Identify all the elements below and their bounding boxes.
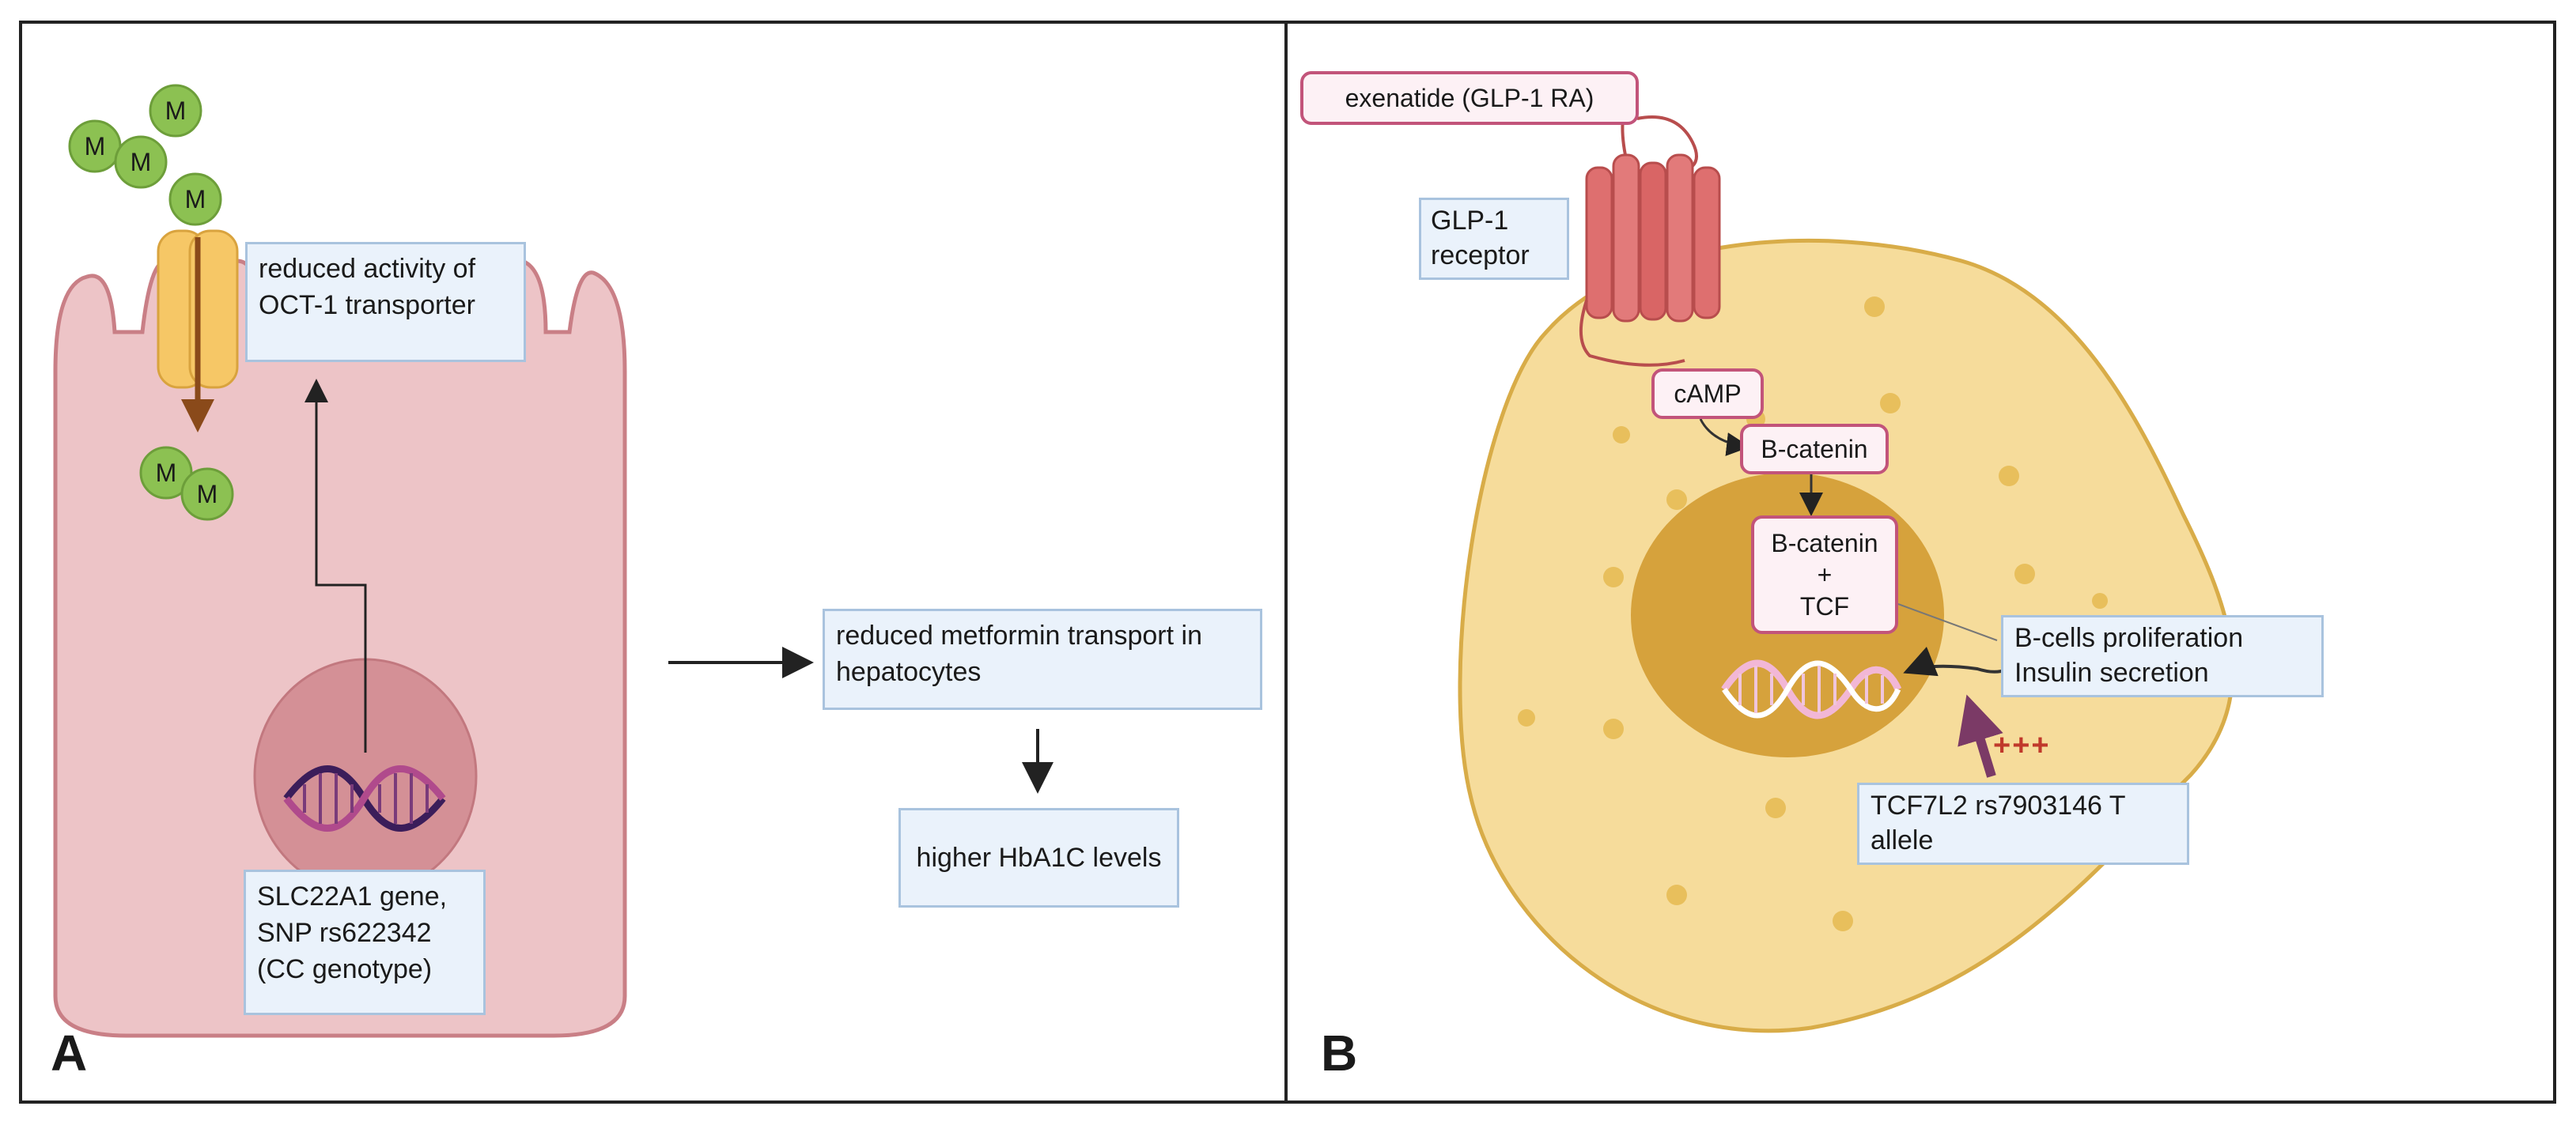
glp1-receptor-label: GLP-1 receptor (1419, 198, 1569, 280)
metformin-molecule: M (68, 119, 122, 173)
panel-a-letter: A (51, 1025, 88, 1082)
metformin-molecule: M (149, 84, 202, 138)
metformin-molecule: M (180, 467, 234, 521)
exenatide-tether (1636, 115, 1698, 168)
svg-text:M: M (165, 96, 187, 125)
glp1-receptor (1579, 118, 1721, 367)
metformin-molecule: M (168, 172, 222, 226)
svg-text:M: M (197, 480, 218, 508)
dna-helix-a (283, 765, 446, 832)
panel-b-frame (1284, 21, 2556, 1104)
gene-snp-label: SLC22A1 gene, SNP rs622342 (CC genotype) (244, 870, 486, 1015)
metformin-molecules-outside: M M M M (68, 84, 222, 226)
metformin-molecules-inside: M M (139, 446, 234, 521)
svg-text:M: M (185, 185, 206, 213)
reduced-transport-label: reduced metformin transport in hepatocyt… (823, 609, 1262, 710)
svg-text:M: M (85, 132, 106, 160)
gene-to-oct1-arrow (305, 379, 367, 753)
dna-helix-b (1721, 659, 1902, 719)
hba1c-label: higher HbA1C levels (898, 808, 1179, 908)
oct1-activity-label: reduced activity of OCT-1 transporter (245, 242, 526, 362)
bcatenin-tcf-complex: B-catenin + TCF (1751, 515, 1898, 634)
camp-label: cAMP (1651, 368, 1764, 419)
allele-enhance-arrow (1958, 694, 2003, 778)
complex-to-effect-line (1897, 603, 1998, 641)
oct1-transporter (157, 229, 239, 432)
enhancement-symbol: +++ (1993, 729, 2051, 762)
allele-label: TCF7L2 rs7903146 T allele (1857, 783, 2189, 865)
exenatide-label: exenatide (GLP-1 RA) (1300, 71, 1639, 125)
bcatenin-label: B-catenin (1740, 424, 1889, 474)
svg-text:M: M (131, 148, 152, 176)
effect-label: B-cells proliferation Insulin secretion (2001, 615, 2324, 697)
panel-b-letter: B (1321, 1025, 1358, 1082)
metformin-molecule: M (139, 446, 193, 500)
metformin-molecule: M (114, 135, 168, 189)
svg-text:M: M (156, 459, 177, 487)
